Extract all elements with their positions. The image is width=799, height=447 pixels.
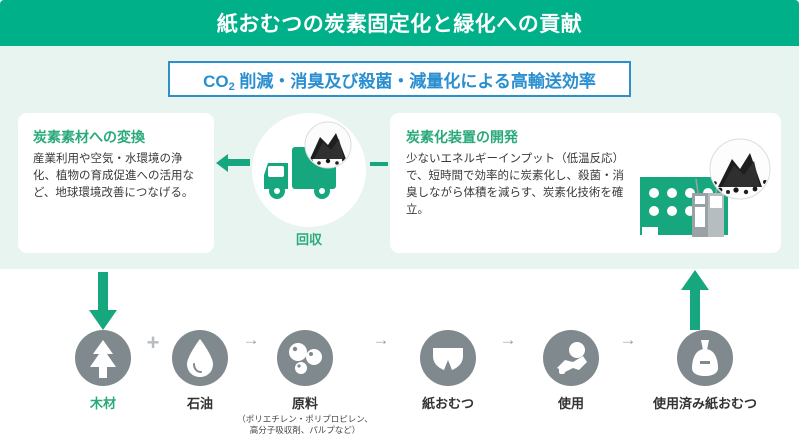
chain-node-used-diaper: 使用済み紙おむつ	[650, 330, 760, 412]
chain-node-diaper: 紙おむつ	[405, 330, 491, 412]
arrow-left-icon	[216, 152, 250, 174]
chain-connector-arrow-1: →	[242, 330, 260, 349]
carbon-sample-photo	[709, 138, 771, 200]
chain-node-raw-material: 原料 （ポリエチレン・ポリプロピレン、高分子吸収剤、パルプなど）	[237, 330, 373, 436]
baby-icon	[543, 330, 599, 386]
recovery-label: 回収	[295, 232, 322, 247]
control-cabinet-icon	[692, 178, 724, 237]
tree-icon	[75, 330, 131, 386]
dash-connector-icon	[370, 162, 388, 166]
panel-right-heading: 炭素化装置の開発	[406, 129, 518, 145]
carbonization-device-illustration	[636, 135, 776, 245]
panel-left-heading: 炭素素材への変換	[33, 129, 145, 145]
waste-bag-icon	[677, 330, 733, 386]
chain-connector-plus: +	[146, 330, 160, 355]
chain-connector-arrow-4: →	[619, 330, 637, 349]
diaper-icon	[420, 330, 476, 386]
chain-label-raw-material: 原料	[291, 396, 318, 411]
process-chain: 木材 + 石油 →	[0, 330, 799, 447]
chain-label-diaper: 紙おむつ	[421, 396, 474, 411]
co2-subscript: 2	[228, 80, 235, 93]
chain-connector-arrow-2: →	[372, 330, 390, 349]
chain-label-used-diaper: 使用済み紙おむつ	[652, 396, 757, 411]
oil-drop-icon	[172, 330, 228, 386]
chain-sublabel-raw-material: （ポリエチレン・ポリプロピレン、高分子吸収剤、パルプなど）	[237, 414, 373, 435]
chain-label-oil: 石油	[186, 396, 213, 411]
pellets-icon	[277, 330, 333, 386]
panel-carbonization-device-development: 炭素化装置の開発 少ないエネルギーインプット（低温反応）で、短時間で効率的に炭素…	[390, 113, 781, 253]
carbon-sample-photo-small	[304, 121, 352, 169]
chain-label-wood: 木材	[89, 396, 116, 411]
panel-left-body: 産業利用や空気・水環境の浄化、植物の育成促進への活用など、地球環境改善につなげる…	[33, 153, 194, 199]
arrow-up-icon	[680, 268, 710, 332]
chain-connector-arrow-3: →	[499, 330, 517, 349]
chain-label-use: 使用	[557, 396, 584, 411]
page-header: 紙おむつの炭素固定化と緑化への貢献	[0, 0, 799, 46]
highlight-banner: CO2 削減・消臭及び殺菌・減量化による高輸送効率	[168, 61, 631, 97]
chain-node-wood: 木材	[60, 330, 146, 412]
highlight-banner-text: CO2 削減・消臭及び殺菌・減量化による高輸送効率	[203, 67, 596, 93]
chain-node-use: 使用	[528, 330, 614, 412]
panel-carbon-material-conversion: 炭素素材への変換 産業利用や空気・水環境の浄化、植物の育成促進への活用など、地球…	[18, 113, 214, 253]
highlight-rest: 削減・消臭及び殺菌・減量化による高輸送効率	[234, 71, 596, 91]
chain-node-oil: 石油	[157, 330, 243, 412]
page-title: 紙おむつの炭素固定化と緑化への貢献	[216, 13, 583, 36]
arrow-down-icon	[88, 272, 118, 332]
panel-right-body: 少ないエネルギーインプット（低温反応）で、短時間で効率的に炭素化し、殺菌・消臭し…	[406, 153, 625, 216]
recovery-circle	[252, 113, 366, 227]
co2-prefix: CO	[203, 71, 229, 91]
